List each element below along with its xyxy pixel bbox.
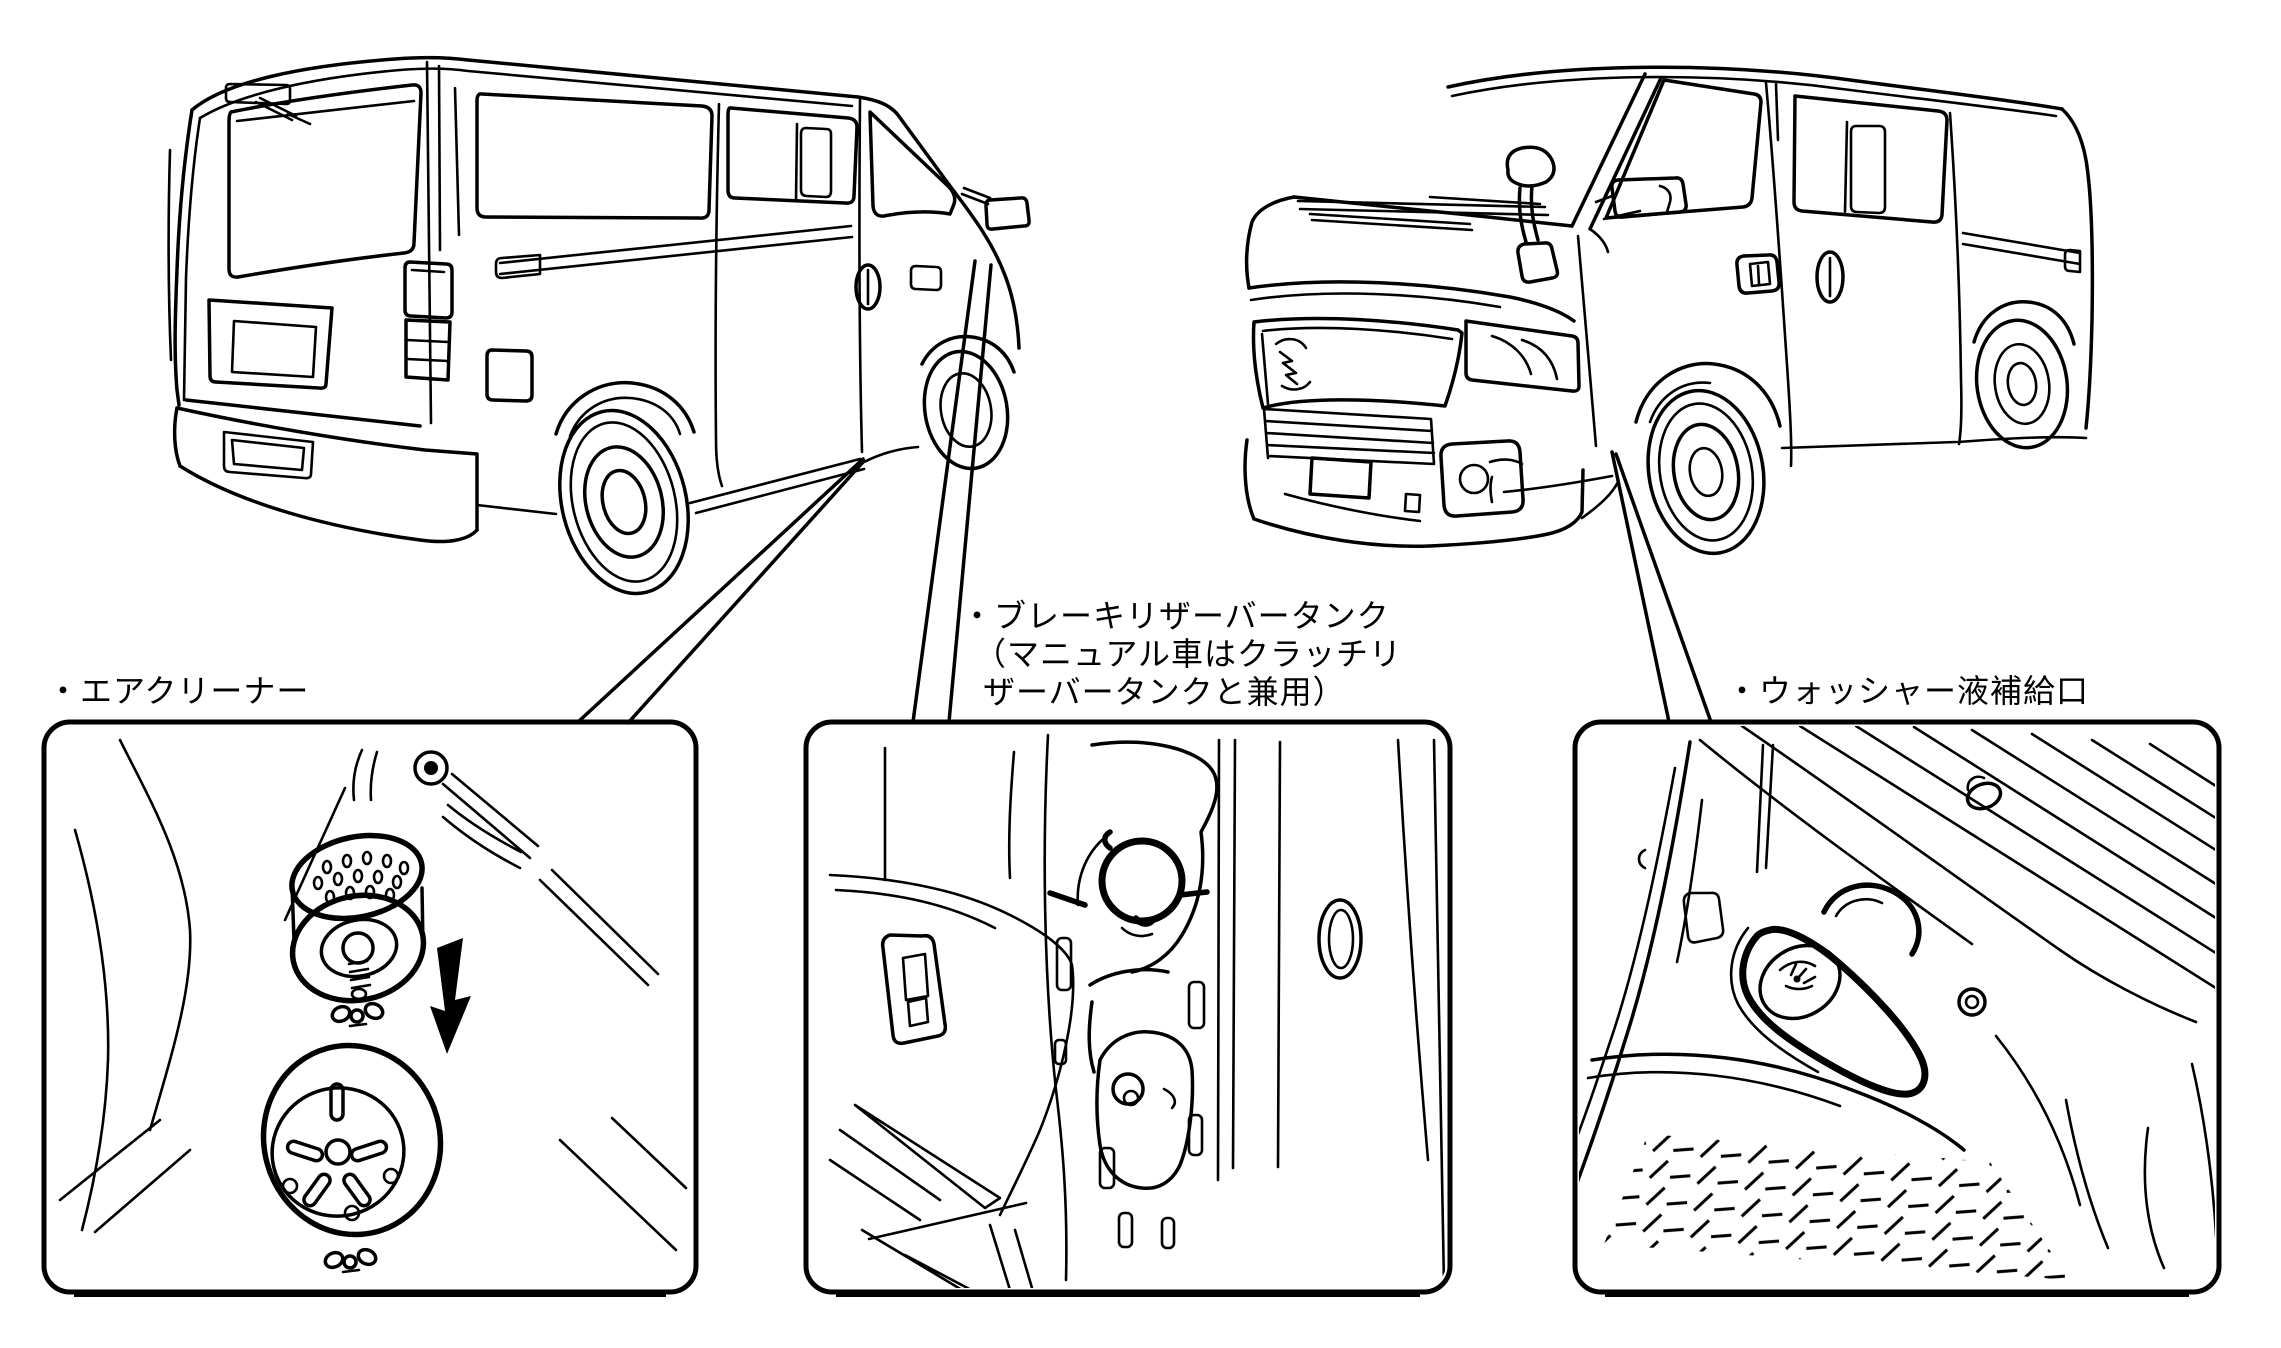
air-cleaner-housing: [260, 1042, 444, 1238]
brake-reservoir-callout-box: [803, 719, 1453, 1295]
grille: [1251, 316, 1464, 410]
front-van-illustration: [1243, 65, 2095, 556]
brake-reservoir-label-line2: （マニュアル車はクラッチリ: [974, 635, 1403, 673]
washer-filler-drawing: [1579, 726, 2215, 1280]
cowl-slats: [1698, 726, 2215, 1024]
rear-van-rear-wheel: [554, 380, 696, 596]
down-arrow-icon: [430, 938, 471, 1054]
washer-spray-icon: [1778, 960, 1817, 991]
filler-neck: [1821, 882, 1922, 957]
rear-wiper: [224, 82, 292, 106]
license-plate: [1308, 456, 1373, 500]
reservoir-body: [1095, 1030, 1195, 1191]
wing-nut: [323, 1247, 378, 1274]
rear-van-front-wheel: [920, 334, 1016, 471]
brand-emblem-icon: [1274, 337, 1312, 391]
brake-reservoir-label-line1: ・ブレーキリザーバータンク: [961, 597, 1390, 635]
front-van-front-wheel: [1634, 361, 1782, 556]
pillar-hole: [1317, 898, 1363, 980]
leader-wedges: [576, 259, 1713, 725]
brake-reservoir-leader: [911, 259, 993, 724]
air-filter-cartridge: [289, 832, 427, 1004]
air-cleaner-drawing: [58, 738, 688, 1274]
door-handle: [854, 263, 943, 311]
brake-reservoir-drawing: [828, 733, 1446, 1288]
washer-filler-leader: [1610, 450, 1713, 724]
front-van-door-handles: [1735, 250, 1845, 304]
rear-van-front-window: [868, 110, 957, 218]
taillight: [403, 260, 454, 382]
front-van-rear-wheel: [1972, 300, 2076, 450]
wing-nut: [330, 1001, 385, 1028]
brake-reservoir-cap: [1047, 829, 1210, 938]
fender-mirror: [1505, 145, 1560, 284]
callout-boxes: [41, 719, 2222, 1297]
headlight: [1464, 319, 1581, 393]
brake-reservoir-label-line3: ザーバータンクと兼用）: [983, 673, 1346, 711]
panel-slots: [1053, 936, 1206, 1250]
air-cleaner-label: ・エアクリーナー: [47, 672, 310, 710]
front-bumper: [1243, 438, 1585, 548]
rear-van-illustration: [167, 55, 1031, 596]
floor-tread-pattern: [1604, 1134, 2070, 1280]
washer-filler-label: ・ウォッシャー液補給口: [1726, 672, 2090, 710]
door-latch: [880, 933, 948, 1046]
brake-reservoir-label: ・ブレーキリザーバータンク （マニュアル車はクラッチリ ザーバータンクと兼用）: [961, 597, 1402, 711]
air-cleaner-leader: [576, 457, 866, 725]
wipers: [1296, 195, 1550, 232]
fuel-door: [485, 348, 534, 403]
washer-cap: [1729, 925, 1929, 1098]
side-mirror: [984, 196, 1031, 231]
fog-light: [1458, 463, 1490, 495]
